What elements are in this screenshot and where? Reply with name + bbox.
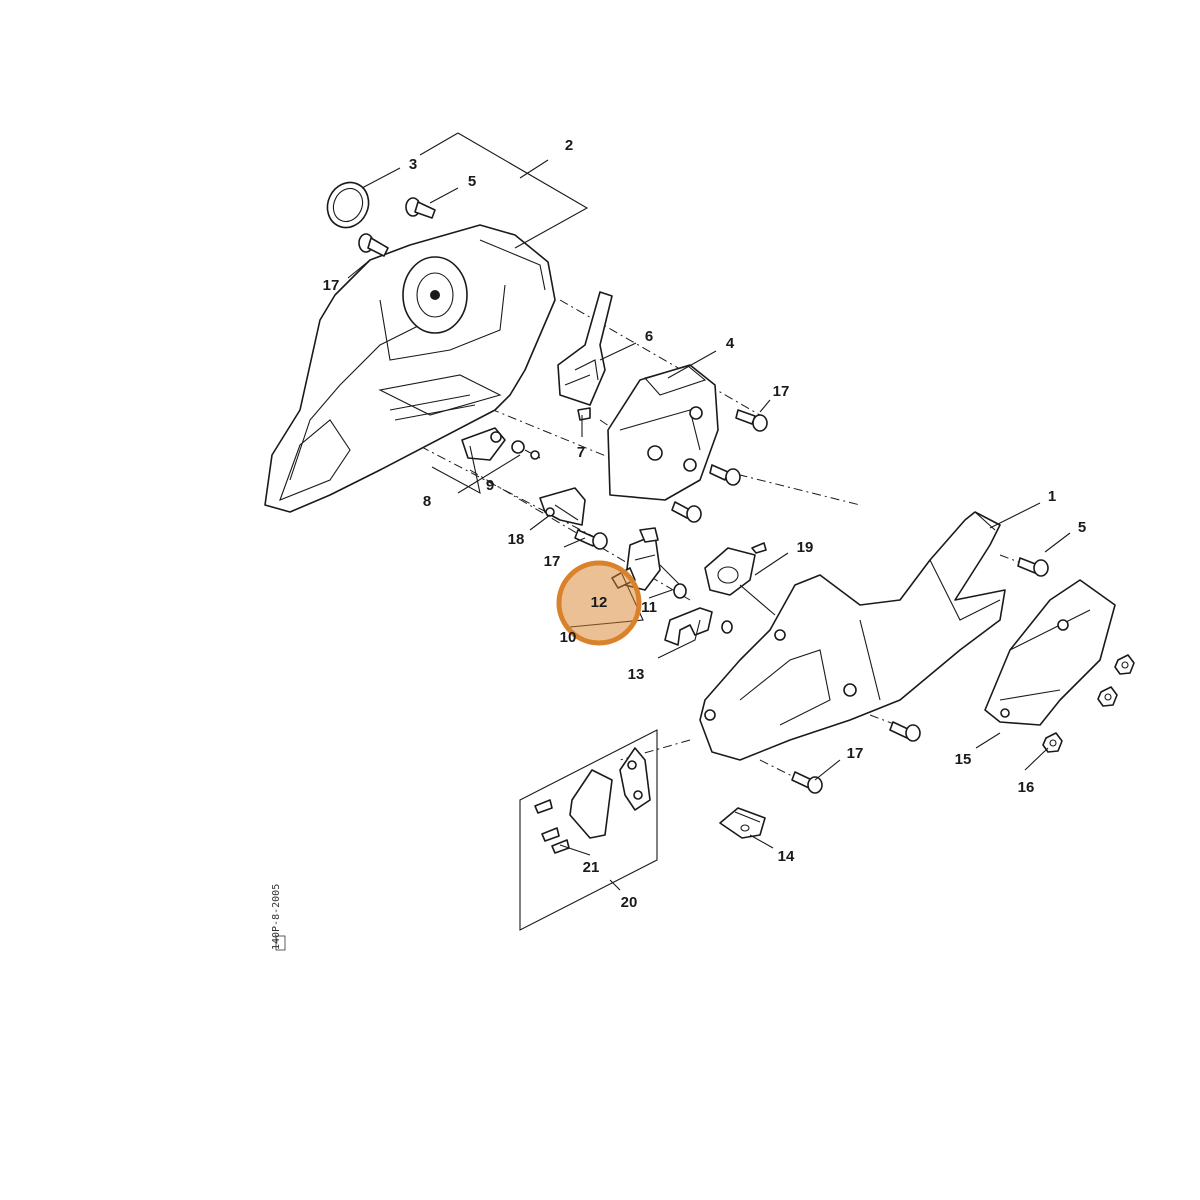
callout-10: 10 [560, 629, 577, 646]
part-17-screw-middle [574, 529, 608, 550]
part-16-nuts [1042, 654, 1135, 753]
callout-16: 16 [1018, 779, 1035, 796]
part-15-sprocket-cover [984, 579, 1116, 726]
callout-12-highlight-ring [556, 560, 642, 646]
callout-8: 8 [423, 493, 431, 510]
callout-3: 3 [409, 156, 417, 173]
callout-6: 6 [645, 328, 653, 345]
part-13-guard [664, 607, 713, 646]
part-13-nut [721, 620, 733, 634]
callout-labels: 1 2 3 4 5 5 6 7 8 9 10 11 12 13 14 15 16… [323, 137, 1087, 911]
callout-17-top-left: 17 [323, 277, 340, 294]
part-17-screws-cover [671, 409, 768, 523]
callout-19: 19 [797, 539, 814, 556]
part-7-small-screw [577, 407, 591, 421]
callout-7: 7 [577, 444, 585, 461]
part-5-screw-right [1017, 557, 1049, 577]
part-8-lever [461, 427, 506, 461]
part-18-trigger-assembly [539, 487, 586, 526]
part-17-screws-lower [791, 721, 921, 794]
callout-20: 20 [621, 894, 638, 911]
part-9-spring [511, 440, 541, 460]
part-6-bracket [557, 291, 613, 406]
callout-17-cover: 17 [773, 383, 790, 400]
callout-17-middle: 17 [544, 553, 561, 570]
callout-11: 11 [641, 599, 657, 616]
callout-12: 12 [591, 594, 608, 611]
callout-2: 2 [565, 137, 573, 154]
part-19-lever [704, 542, 776, 616]
part-20-bumper-spike [569, 747, 651, 839]
part-14-buffer [719, 807, 766, 839]
part-4-cover-plate [607, 364, 719, 501]
image-code: 140P-8-2005 [271, 884, 282, 950]
callout-21: 21 [583, 859, 600, 876]
part-21-screws [534, 799, 570, 854]
callout-17-lower: 17 [847, 745, 864, 762]
callout-4: 4 [726, 335, 735, 352]
part-1-housing [699, 511, 1006, 761]
callout-1: 1 [1048, 488, 1056, 505]
callout-9: 9 [486, 477, 494, 494]
part-5-screw-top [405, 197, 436, 219]
callout-15: 15 [955, 751, 972, 768]
part-2-crankcase-left [264, 224, 556, 513]
image-code-box [275, 935, 286, 951]
callout-5-top: 5 [468, 173, 476, 190]
part-3-gasket [326, 181, 370, 229]
callout-5-right: 5 [1078, 519, 1086, 536]
callout-14: 14 [778, 848, 795, 865]
callout-13: 13 [628, 666, 645, 683]
part-17-screw-top-left [358, 233, 389, 257]
part-20-kit-frame [519, 729, 658, 931]
callout-18: 18 [508, 531, 525, 548]
part-11-spring [673, 583, 687, 599]
